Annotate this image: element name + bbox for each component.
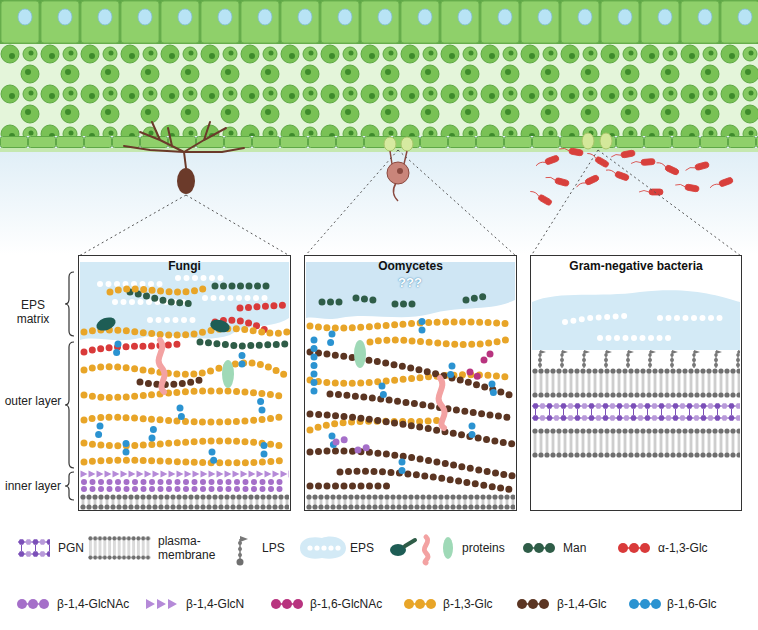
unknown-marker: ??? <box>398 276 422 290</box>
panel-box: Fungi <box>78 255 291 511</box>
panel-title: Oomycetes <box>305 256 516 273</box>
legend-text: plasma- membrane <box>158 534 220 562</box>
layer-label: EPS matrix <box>4 298 62 326</box>
layer-label: inner layer <box>4 479 62 493</box>
legend-text: EPS <box>350 541 374 555</box>
oomycete <box>384 137 413 201</box>
legend-text: proteins <box>462 541 505 555</box>
legend-text: Man <box>563 541 586 555</box>
bacterial-envelope <box>532 290 740 458</box>
legend-text: α-1,3-Glc <box>658 541 708 555</box>
legend-text: β-1,3-Glc <box>443 597 493 611</box>
oomycete-wall <box>306 262 515 510</box>
legend-text: PGN <box>58 541 84 555</box>
panel-box: Oomycetes <box>304 255 517 511</box>
legend-text: LPS <box>262 541 285 555</box>
panel-title: Gram-negative bacteria <box>531 256 741 273</box>
panel-title: Fungi <box>79 256 290 273</box>
layer-label: outer layer <box>4 394 62 408</box>
legend-text: β-1,4-GlcN <box>186 597 244 611</box>
fungus <box>124 122 244 168</box>
legend-text: β-1,4-GlcNAc <box>57 597 129 611</box>
layer-bracket <box>65 272 74 500</box>
fungal-wall <box>80 262 289 510</box>
legend-text: β-1,4-Glc <box>557 597 607 611</box>
legend-text: β-1,6-Glc <box>667 597 717 611</box>
panel-box: Gram-negative bacteria <box>530 255 742 511</box>
legend-text: β-1,6-GlcNAc <box>310 597 382 611</box>
bacteria <box>529 133 734 206</box>
